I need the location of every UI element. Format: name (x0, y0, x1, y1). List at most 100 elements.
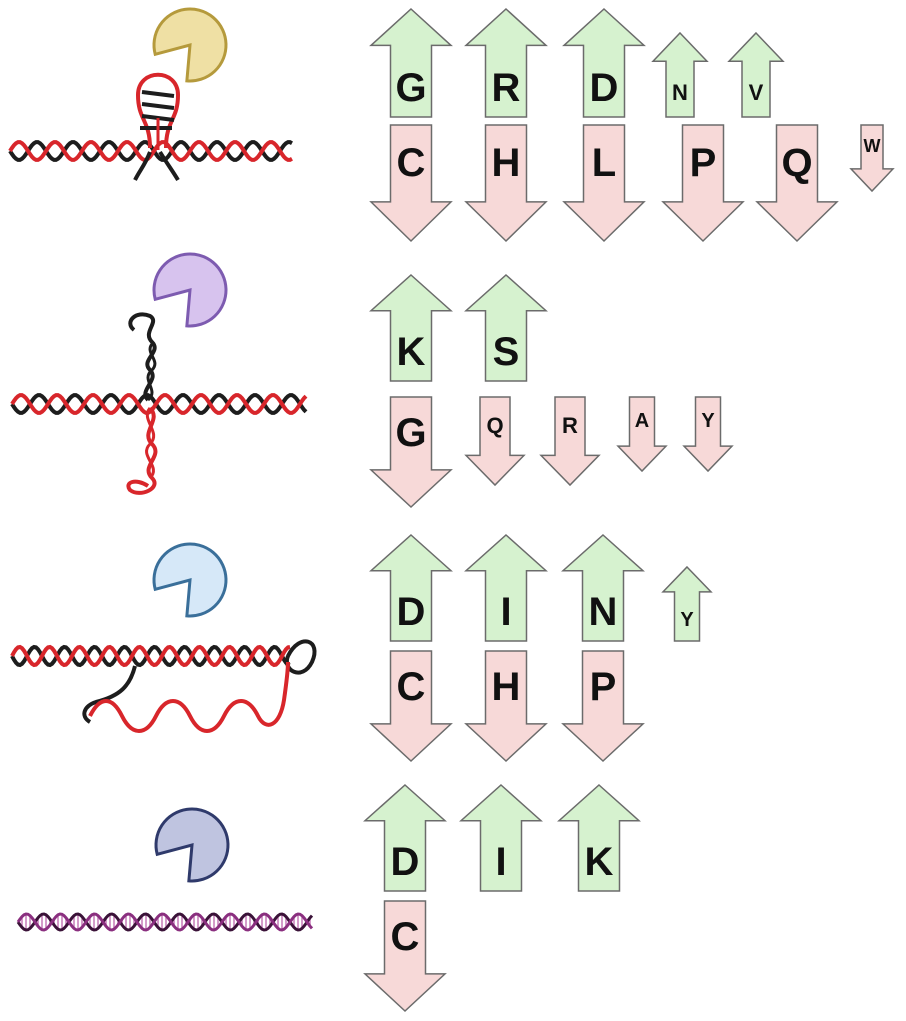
enriched-arrow-k: K (369, 273, 453, 382)
enriched-arrow-s: S (464, 273, 548, 382)
up-arrow-icon (369, 7, 453, 118)
down-arrow-icon (755, 124, 839, 243)
amino-acid-letter: G (395, 65, 427, 110)
amino-acid-letter: I (500, 590, 512, 635)
amino-acid-letter: G (395, 410, 427, 455)
amino-acid-letter: R (491, 65, 521, 110)
amino-acid-letter: L (591, 140, 617, 185)
enzyme-icon (154, 807, 230, 883)
up-arrow-icon (369, 273, 453, 382)
down-arrow-icon (562, 124, 646, 243)
amino-acid-letter: Y (680, 608, 694, 631)
d-loop-dna-illustration (10, 542, 317, 733)
enriched-arrow-i: I (459, 783, 543, 892)
down-arrow-icon (464, 650, 548, 763)
enzyme-body (152, 7, 228, 83)
depleted-arrow-h: H (464, 124, 548, 243)
cruciform-lower-arm (126, 406, 158, 495)
amino-acid-letter: D (390, 840, 420, 885)
up-arrow-icon (661, 565, 713, 642)
amino-acid-letter: H (491, 140, 521, 185)
depleted-arrow-c: C (363, 900, 447, 1013)
enzyme-body (152, 252, 228, 328)
up-arrow-icon (727, 31, 785, 118)
depleted-arrow-c: C (369, 650, 453, 763)
amino-acid-letter: Q (486, 412, 504, 438)
up-arrow-icon (464, 7, 548, 118)
enriched-arrow-y: Y (661, 565, 713, 642)
down-arrow-icon (369, 124, 453, 243)
amino-acid-letter: C (396, 664, 426, 709)
down-arrow-icon (464, 396, 526, 487)
down-arrow-icon (539, 396, 601, 487)
enzyme-icon (152, 252, 228, 328)
down-arrow-icon (849, 124, 895, 193)
backbone-strand (16, 912, 314, 932)
b-dna-helix (16, 912, 314, 932)
down-arrow-icon (616, 396, 668, 473)
enzyme-body (152, 542, 228, 618)
down-arrow-icon (561, 650, 645, 763)
depleted-arrow-c: C (369, 124, 453, 243)
amino-acid-letter: C (390, 914, 420, 959)
d-loop-structure (82, 639, 317, 733)
down-arrow-icon (369, 396, 453, 509)
amino-acid-letter: N (588, 590, 618, 635)
cruciform-upper-arm (128, 312, 157, 402)
hairpin-structure (133, 72, 181, 182)
depleted-arrow-r: R (539, 396, 601, 487)
depleted-arrow-a: A (616, 396, 668, 473)
backbone-strand (16, 912, 314, 932)
amino-acid-letter: V (748, 79, 764, 105)
b-dna-illustration (16, 807, 314, 932)
strand-black (10, 393, 308, 415)
up-arrow-icon (363, 783, 447, 892)
depleted-arrow-l: L (562, 124, 646, 243)
enriched-arrow-k: K (557, 783, 641, 892)
depleted-arrow-q: Q (464, 396, 526, 487)
amino-acid-letter: C (396, 140, 426, 185)
enzyme-icon (152, 542, 228, 618)
down-arrow-icon (464, 124, 548, 243)
amino-acid-letter: K (584, 840, 614, 885)
amino-acid-letter: R (562, 412, 578, 438)
depleted-arrow-h: H (464, 650, 548, 763)
hairpin-dna-illustration (8, 7, 293, 182)
up-arrow-icon (561, 533, 645, 642)
enzyme-icon (152, 7, 228, 83)
dna-helix (10, 393, 308, 415)
amino-acid-letter: P (589, 664, 617, 709)
amino-acid-letter: A (634, 410, 650, 433)
amino-acid-letter: K (396, 330, 426, 375)
amino-acid-letter: H (491, 664, 521, 709)
up-arrow-icon (464, 273, 548, 382)
enriched-arrow-v: V (727, 31, 785, 118)
up-arrow-icon (651, 31, 709, 118)
strand-red (8, 140, 293, 162)
depleted-arrow-w: W (849, 124, 895, 193)
amino-acid-letter: P (689, 140, 717, 185)
up-arrow-icon (464, 533, 548, 642)
down-arrow-icon (363, 900, 447, 1013)
depleted-arrow-q: Q (755, 124, 839, 243)
enriched-arrow-r: R (464, 7, 548, 118)
amino-acid-letter: Q (781, 140, 813, 185)
amino-acid-letter: D (396, 590, 426, 635)
amino-acid-letter: W (863, 136, 881, 157)
dna-helix (10, 644, 291, 668)
enzyme-body (154, 807, 230, 883)
panel-d-loop: D I N Y C H P (0, 520, 906, 780)
up-arrow-icon (369, 533, 453, 642)
up-arrow-icon (557, 783, 641, 892)
depleted-arrow-y: Y (682, 396, 734, 473)
amino-acid-letter: D (589, 65, 619, 110)
enriched-arrow-d: D (562, 7, 646, 118)
strand-red (10, 644, 291, 668)
up-arrow-icon (562, 7, 646, 118)
enriched-arrow-i: I (464, 533, 548, 642)
strand-black (10, 644, 291, 668)
depleted-arrow-p: P (561, 650, 645, 763)
down-arrow-icon (661, 124, 745, 243)
enriched-arrow-d: D (369, 533, 453, 642)
